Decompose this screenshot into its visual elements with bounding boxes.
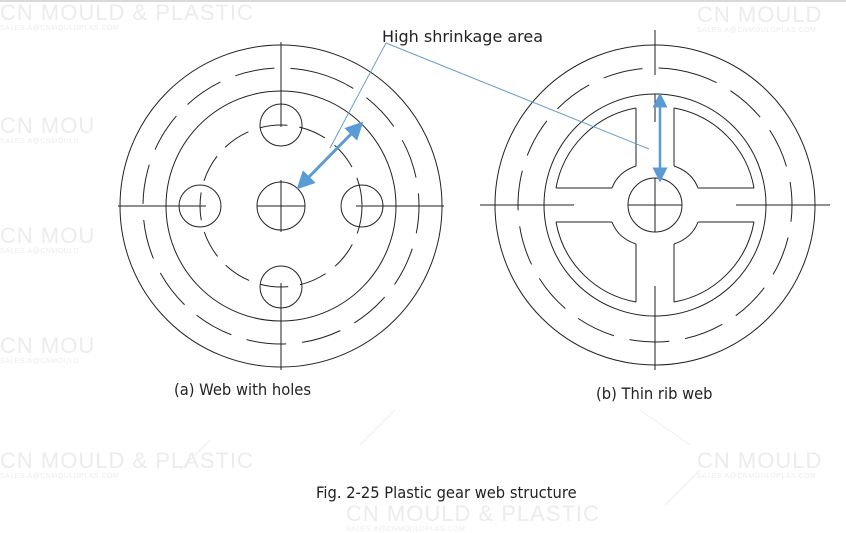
gear-a xyxy=(118,42,444,370)
caption-a: (a) Web with holes xyxy=(174,380,312,399)
top-border xyxy=(0,0,846,2)
thickness-arrow-a xyxy=(296,121,364,190)
callout-leaders xyxy=(329,42,650,150)
caption-b: (b) Thin rib web xyxy=(596,384,713,403)
callout-label: High shrinkage area xyxy=(382,27,544,46)
figure-caption: Fig. 2-25 Plastic gear web structure xyxy=(316,483,577,502)
gear-b xyxy=(480,30,830,370)
